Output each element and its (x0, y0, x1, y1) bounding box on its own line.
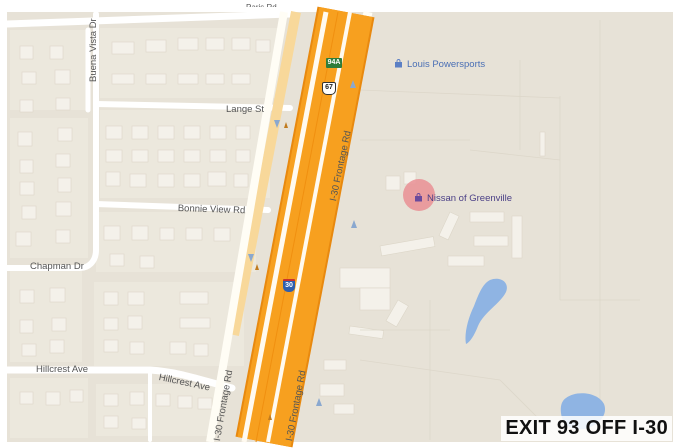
shopping-bag-icon (394, 59, 403, 69)
buildings (15, 37, 546, 430)
pond-north (465, 278, 507, 344)
ramp (229, 11, 301, 336)
frontage-road-west (206, 11, 288, 443)
caption: EXIT 93 OFF I-30 (501, 416, 672, 441)
shopping-bag-icon (414, 193, 423, 203)
direction-arrows (248, 80, 357, 406)
interstate-lane-east (266, 11, 352, 443)
poi-label: Louis Powersports (407, 59, 486, 70)
road-label-bonnie-view: Bonnie View Rd (177, 203, 246, 217)
us-route-shield: 67 (322, 82, 336, 95)
parcel-lines (359, 20, 640, 441)
highway-arrows (255, 122, 288, 420)
road-label-buena-vista: Buena Vista Dr (88, 18, 99, 82)
interstate-shield: 30 (283, 279, 295, 292)
interstate-lane-west (241, 11, 329, 443)
selected-marker-halo (403, 179, 435, 211)
road-label-hillcrest-west: Hillcrest Ave (36, 364, 89, 375)
road-label-top-cut: Paris Rd (246, 3, 277, 7)
poi-label: Nissan of Greenville (427, 193, 513, 204)
poi-nissan-of-greenville[interactable]: Nissan of Greenville (414, 193, 512, 204)
exit-shield: 94A (326, 58, 342, 68)
road-label-chapman: Chapman Dr (30, 261, 84, 272)
road-label-lange: Lange St (226, 104, 265, 115)
poi-louis-powersports[interactable]: Louis Powersports (394, 59, 485, 70)
